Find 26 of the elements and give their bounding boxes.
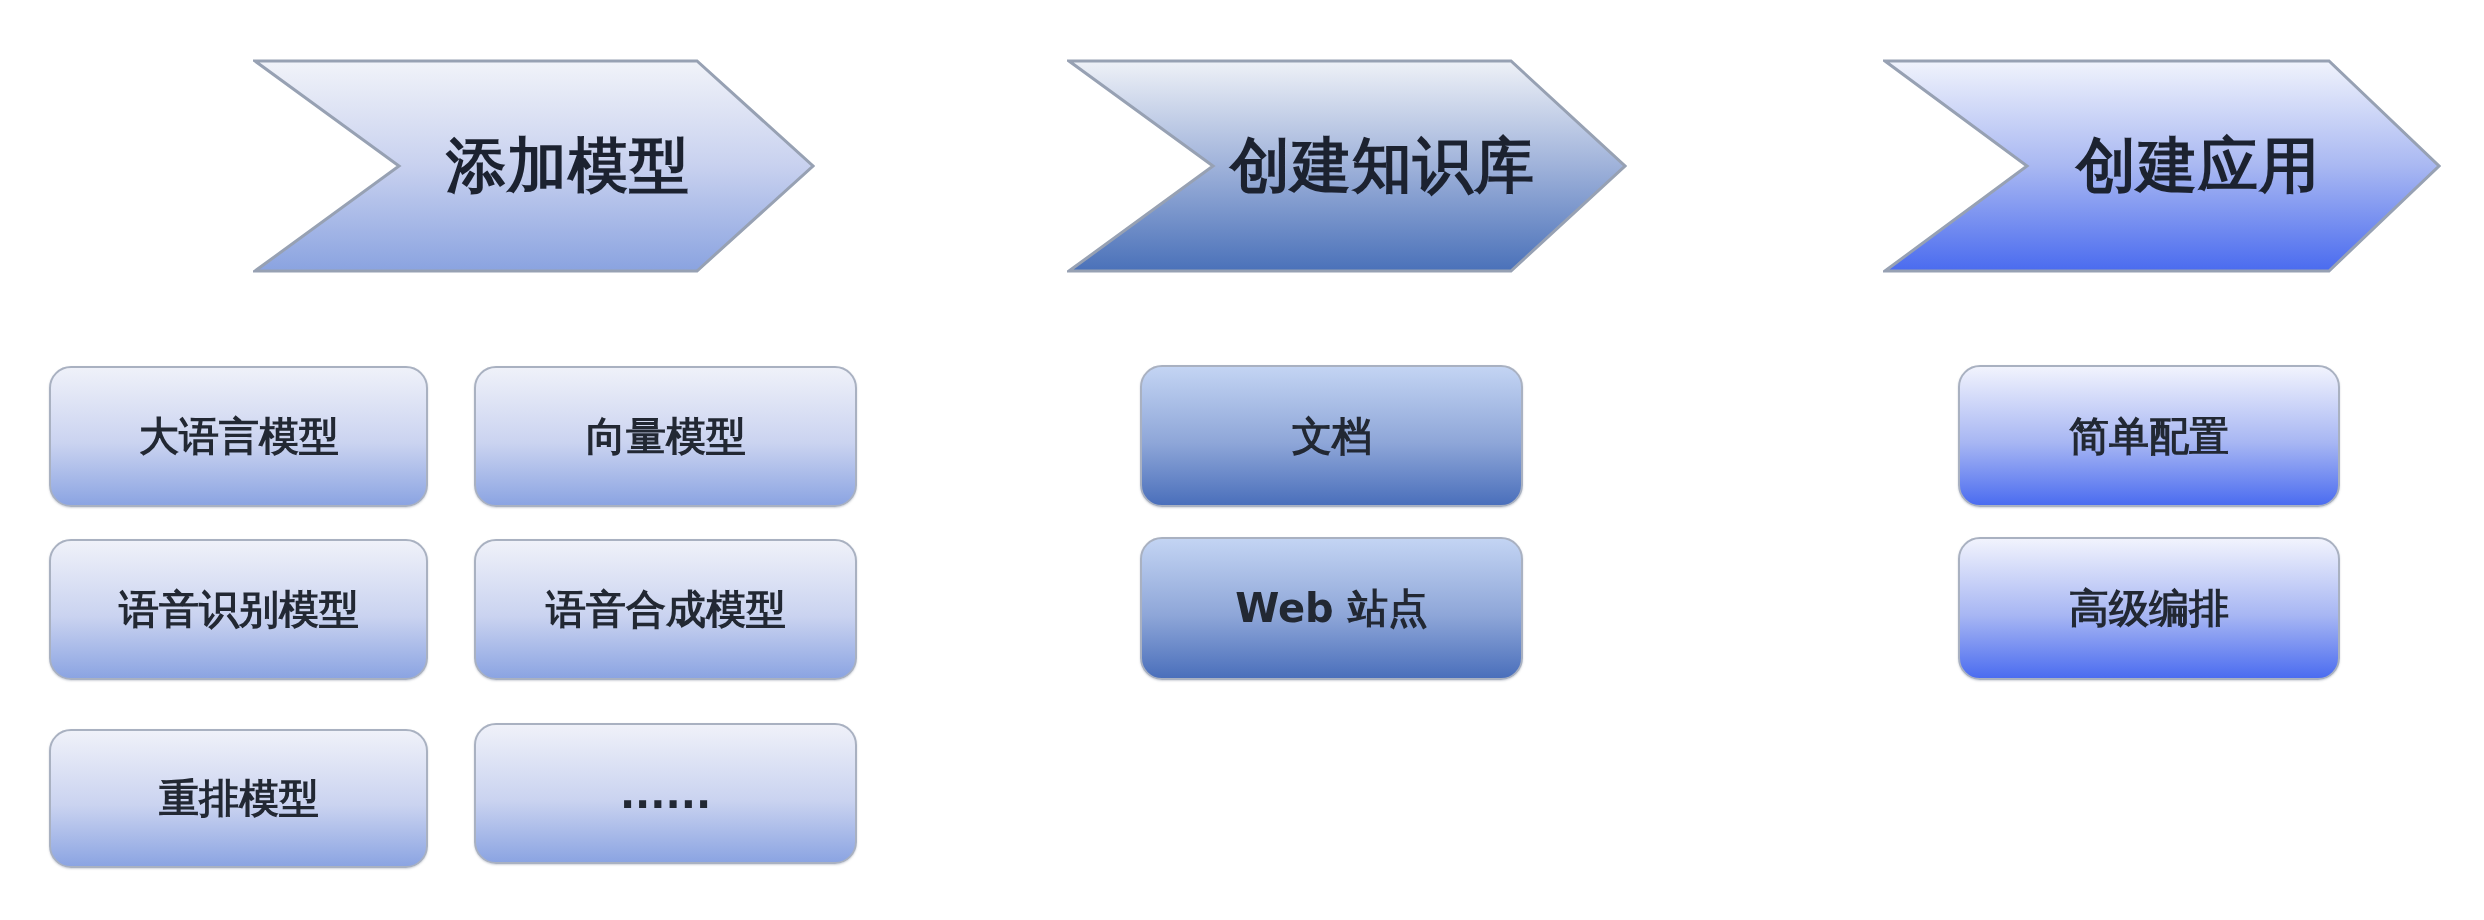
rounded-card xyxy=(474,539,857,680)
step-label: 添加模型 xyxy=(446,128,690,202)
step-label: 创建知识库 xyxy=(1229,128,1535,202)
card-label: Web 站点 xyxy=(1235,584,1428,633)
card-label: 语音识别模型 xyxy=(118,585,359,634)
rounded-card xyxy=(474,723,857,864)
card-label: 语音合成模型 xyxy=(545,585,786,634)
chevron-step xyxy=(1067,59,1627,273)
rounded-card xyxy=(1958,537,2340,680)
rounded-card xyxy=(49,539,428,680)
card-label: 向量模型 xyxy=(585,412,746,461)
card-label: 高级编排 xyxy=(2069,584,2229,633)
rounded-card xyxy=(1140,365,1523,507)
rounded-card xyxy=(474,366,857,507)
rounded-card xyxy=(49,366,428,507)
rounded-card xyxy=(1958,365,2340,507)
step-label: 创建应用 xyxy=(2076,128,2320,202)
card-label: ...... xyxy=(619,770,712,817)
card-label: 大语言模型 xyxy=(138,412,339,461)
rounded-card xyxy=(49,729,428,868)
rounded-card xyxy=(1140,537,1523,680)
chevron-step xyxy=(253,59,815,273)
card-label: 文档 xyxy=(1291,411,1372,461)
card-label: 简单配置 xyxy=(2069,411,2229,461)
card-label: 重排模型 xyxy=(158,774,319,823)
chevron-step xyxy=(1883,59,2441,273)
